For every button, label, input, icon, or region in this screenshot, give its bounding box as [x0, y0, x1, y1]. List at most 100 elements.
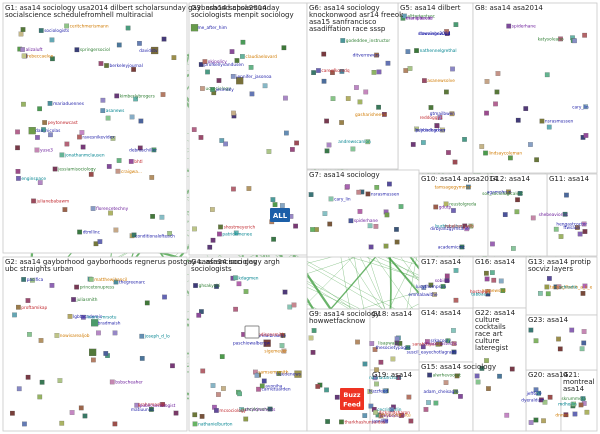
node-avatar[interactable]: [280, 203, 285, 208]
node-avatar[interactable]: [490, 241, 495, 247]
node-avatar[interactable]: [210, 207, 215, 212]
node-avatar[interactable]: [27, 332, 32, 337]
node-avatar[interactable]: [281, 348, 287, 354]
node-avatar[interactable]: [240, 54, 245, 59]
node-label[interactable]: davidstv: [139, 48, 158, 54]
node-label[interactable]: sobinoi: [435, 278, 450, 284]
node-avatar[interactable]: [556, 336, 561, 342]
node-avatar[interactable]: [293, 223, 298, 229]
node-avatar[interactable]: [378, 359, 384, 365]
node-avatar[interactable]: [556, 284, 562, 290]
node-avatar[interactable]: [77, 134, 82, 140]
node-label[interactable]: livanc_mrsotu: [86, 315, 116, 321]
node-label[interactable]: naanadarchant: [369, 375, 402, 381]
node-avatar[interactable]: [113, 279, 119, 285]
node-label[interactable]: spiderhane: [354, 218, 378, 224]
node-avatar[interactable]: [25, 374, 31, 380]
node-label[interactable]: asanewsrel: [482, 288, 506, 294]
node-avatar[interactable]: [50, 56, 55, 62]
node-label[interactable]: dirbyanzgymsanel: [430, 226, 469, 232]
node-avatar[interactable]: [428, 105, 434, 110]
node-label[interactable]: springersociol: [80, 47, 110, 53]
node-avatar[interactable]: [137, 145, 143, 151]
node-avatar[interactable]: [310, 350, 316, 355]
node-avatar[interactable]: [458, 394, 463, 399]
node-avatar[interactable]: [399, 413, 404, 418]
node-avatar[interactable]: [373, 410, 378, 415]
node-label[interactable]: dyeraldum: [521, 397, 544, 403]
node-avatar[interactable]: [243, 416, 249, 422]
node-label[interactable]: nancykyvanolli: [241, 407, 273, 413]
node-label[interactable]: suscil_eayechotlagrami: [407, 350, 457, 356]
node-avatar[interactable]: [405, 49, 411, 55]
node-label[interactable]: jonathanmclausen: [64, 152, 105, 158]
node-label[interactable]: hengastcoctor: [556, 222, 587, 228]
node-avatar[interactable]: [483, 150, 488, 156]
node-avatar[interactable]: [394, 239, 400, 245]
node-avatar[interactable]: [150, 214, 155, 219]
node-avatar[interactable]: [52, 166, 58, 172]
node-avatar[interactable]: [97, 239, 103, 244]
node-avatar[interactable]: [553, 226, 559, 232]
node-avatar[interactable]: [308, 335, 314, 341]
node-avatar[interactable]: [506, 23, 512, 29]
node-avatar[interactable]: [432, 292, 437, 297]
node-label[interactable]: dnnee: [555, 412, 569, 418]
node-avatar[interactable]: [581, 340, 587, 346]
node-avatar[interactable]: [453, 389, 458, 395]
node-avatar[interactable]: [192, 226, 197, 232]
node-avatar[interactable]: [339, 68, 345, 74]
node-avatar[interactable]: [362, 413, 368, 418]
node-label[interactable]: tanyagilber.h_a_k_e: [550, 285, 593, 291]
node-avatar[interactable]: [528, 327, 534, 333]
node-avatar[interactable]: [440, 127, 445, 133]
node-avatar[interactable]: [541, 418, 546, 424]
node-avatar[interactable]: [15, 145, 20, 151]
node-label[interactable]: hurbhausbaum: [435, 223, 468, 229]
node-avatar[interactable]: [444, 89, 449, 95]
node-label[interactable]: dawniehoward: [419, 31, 451, 37]
node-label[interactable]: psychdegrees: [415, 128, 446, 134]
node-label[interactable]: thesocietypages: [376, 345, 412, 351]
node-avatar[interactable]: [16, 386, 22, 392]
node-avatar[interactable]: [484, 270, 489, 276]
node-label[interactable]: dan_nicolas: [35, 128, 61, 134]
node-label[interactable]: cary_lin: [572, 104, 589, 110]
node-label[interactable]: hostapgiy: [470, 289, 492, 295]
node-avatar[interactable]: [371, 69, 377, 75]
node-avatar[interactable]: [270, 197, 276, 202]
node-avatar[interactable]: [71, 297, 76, 302]
node-avatar[interactable]: [563, 412, 569, 418]
node-avatar[interactable]: [115, 168, 121, 174]
node-avatar[interactable]: [90, 357, 96, 363]
node-avatar[interactable]: [217, 231, 222, 237]
node-label[interactable]: katysoleano: [538, 36, 564, 42]
node-label[interactable]: alwrhevoorat: [433, 373, 462, 379]
node-avatar[interactable]: [246, 186, 252, 191]
node-avatar[interactable]: [451, 328, 456, 333]
node-avatar[interactable]: [324, 148, 330, 154]
node-label[interactable]: publicsociologist: [140, 403, 176, 409]
node-avatar[interactable]: [12, 312, 17, 318]
node-avatar[interactable]: [491, 277, 497, 283]
node-label[interactable]: asanewsolve: [427, 78, 455, 84]
node-avatar[interactable]: [330, 70, 335, 76]
node-avatar[interactable]: [38, 28, 44, 33]
node-label[interactable]: conditionalofteach: [135, 233, 175, 239]
node-avatar[interactable]: [451, 349, 457, 355]
node-avatar[interactable]: [369, 341, 375, 346]
node-avatar[interactable]: [37, 394, 43, 400]
node-label[interactable]: gdutp: [439, 205, 452, 211]
node-avatar[interactable]: [310, 227, 315, 232]
node-label[interactable]: lisapwade: [378, 341, 400, 347]
node-label[interactable]: srkacooly: [430, 338, 451, 344]
node-avatar[interactable]: [517, 191, 523, 196]
node-avatar[interactable]: [466, 184, 471, 190]
node-avatar[interactable]: [558, 234, 564, 239]
node-avatar[interactable]: [474, 373, 480, 379]
node-label[interactable]: dtmllinc: [83, 230, 101, 236]
node-label[interactable]: nsrasmussen: [545, 119, 574, 125]
node-avatar[interactable]: [170, 363, 175, 369]
node-avatar[interactable]: [139, 356, 145, 361]
node-avatar[interactable]: [231, 186, 236, 192]
